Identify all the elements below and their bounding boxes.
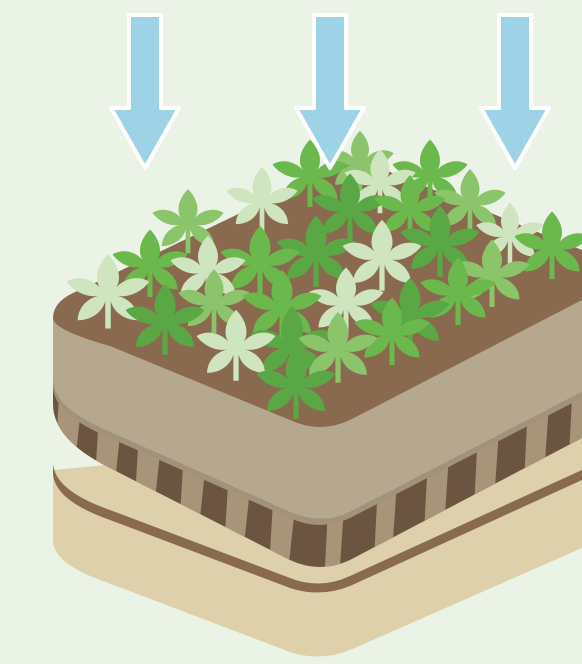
down-arrow-icon	[481, 15, 549, 168]
arrows	[111, 15, 549, 168]
leaf-icon	[226, 167, 297, 231]
down-arrow-icon	[111, 15, 179, 168]
